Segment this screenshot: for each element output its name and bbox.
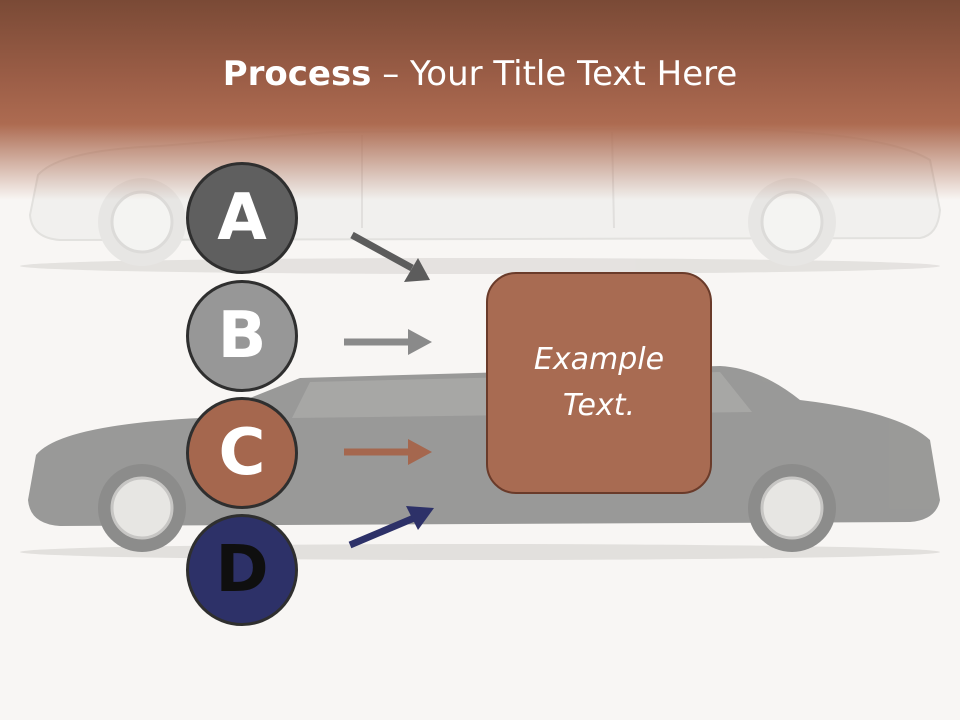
title-bold: Process [222, 54, 372, 94]
step-d-circle: D [186, 514, 298, 626]
example-text-box: Example Text. [486, 272, 712, 494]
arrow-c [344, 439, 432, 465]
arrow-d [348, 506, 434, 549]
arrow-b [344, 329, 432, 355]
step-a-circle: A [186, 162, 298, 274]
example-text: Example Text. [533, 342, 665, 423]
slide-title: Process – Your Title Text Here [0, 52, 960, 96]
step-c-label: C [218, 416, 266, 490]
step-d-label: D [215, 533, 269, 607]
header-band [0, 0, 960, 200]
step-b-circle: B [186, 280, 298, 392]
title-rest: – Your Title Text Here [371, 54, 738, 94]
step-a-label: A [217, 181, 267, 255]
step-b-label: B [217, 299, 267, 373]
step-c-circle: C [186, 397, 298, 509]
arrow-a [350, 231, 430, 282]
